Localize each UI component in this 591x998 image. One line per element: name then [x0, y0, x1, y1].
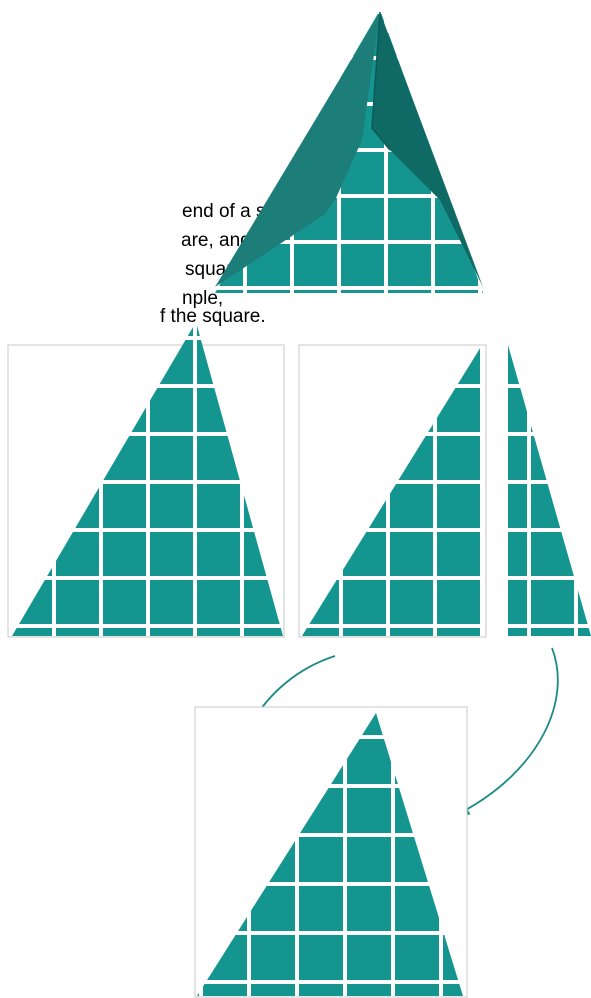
- whole-triangle: [8, 322, 284, 637]
- rearranged-triangle: [195, 707, 467, 997]
- arrow-right: [462, 648, 558, 812]
- cut-piece-right: [508, 345, 591, 636]
- folded-triangle: [215, 10, 483, 293]
- cut-triangle: [299, 345, 591, 637]
